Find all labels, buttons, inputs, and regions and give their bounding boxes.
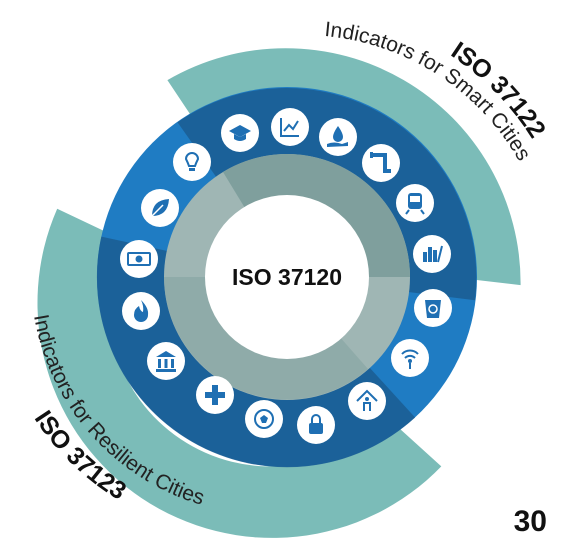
city-chart-icon [413, 235, 451, 273]
graduation-cap-icon [221, 114, 259, 152]
center-label: ISO 37120 [232, 264, 342, 290]
wifi-antenna-icon [391, 339, 429, 377]
money-icon [120, 240, 158, 278]
bank-building-icon [147, 342, 185, 380]
center-hole [205, 195, 369, 359]
water-hand-icon [319, 118, 357, 156]
soccer-ball-icon [245, 400, 283, 438]
icon-ring [120, 108, 452, 444]
medical-cross-icon [196, 376, 234, 414]
train-icon [396, 184, 434, 222]
line-chart-icon [271, 108, 309, 146]
leaf-icon [141, 189, 179, 227]
lock-icon [297, 406, 335, 444]
page-number: 30 [513, 505, 547, 538]
recycle-bin-icon [414, 289, 452, 327]
house-person-icon [348, 382, 386, 420]
fire-icon [122, 292, 160, 330]
light-bulb-icon [173, 143, 211, 181]
pipe-icon [362, 144, 400, 182]
